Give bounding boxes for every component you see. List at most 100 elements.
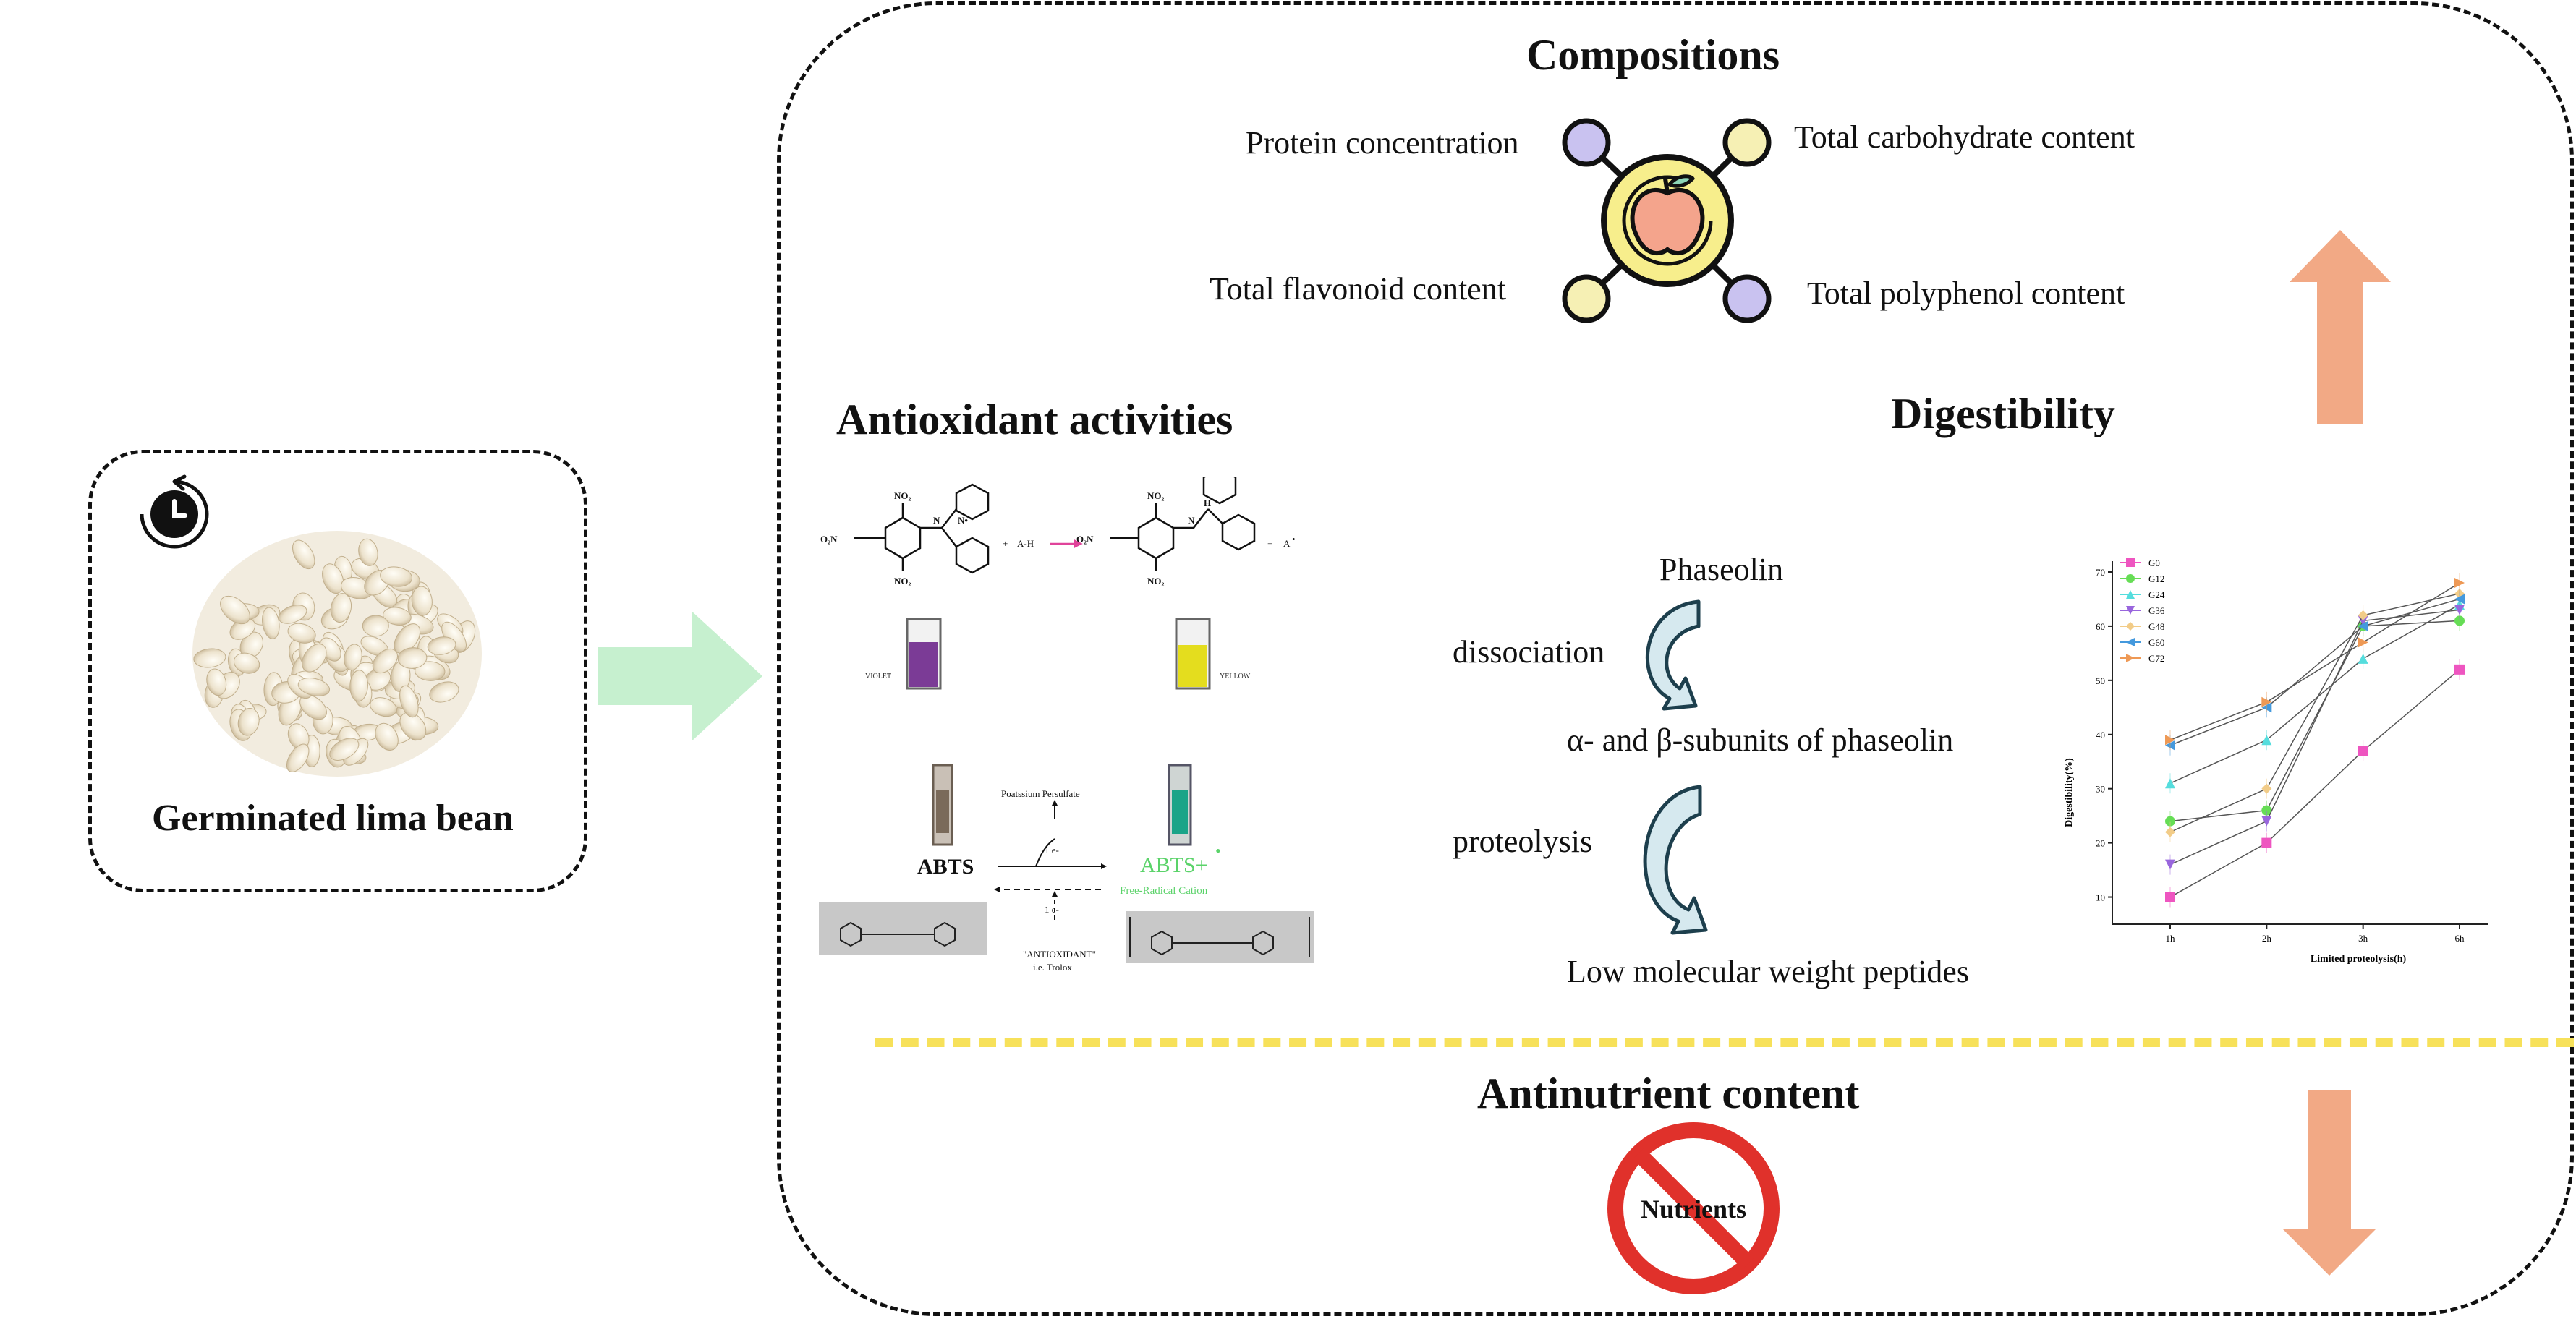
node-purple-top-left xyxy=(1562,118,1611,167)
svg-text:Nutrients: Nutrients xyxy=(1641,1195,1746,1224)
lima-bean xyxy=(344,644,362,671)
lima-bean xyxy=(375,722,399,751)
peptides-label: Low molecular weight peptides xyxy=(1567,954,1969,989)
lima-bean xyxy=(394,623,421,654)
chart-point xyxy=(2165,735,2175,746)
svg-text:O₂N: O₂N xyxy=(1076,534,1094,545)
lima-bean xyxy=(415,661,446,681)
yellow-cuvette: YELLOW xyxy=(1175,618,1251,690)
chart-legend-label: G36 xyxy=(2148,605,2165,616)
chart-point xyxy=(2126,590,2135,599)
lima-bean xyxy=(233,652,260,674)
chart-point xyxy=(2165,816,2175,827)
svg-text:H: H xyxy=(1204,498,1211,508)
svg-text:+: + xyxy=(1003,538,1008,549)
chart-point xyxy=(2126,574,2135,583)
svg-text:Free-Radical Cation: Free-Radical Cation xyxy=(1120,885,1208,897)
lima-bean xyxy=(372,648,399,674)
chart-point xyxy=(2358,610,2368,620)
svg-text:1 e-: 1 e- xyxy=(1045,904,1059,915)
svg-text:NO₂: NO₂ xyxy=(1147,576,1165,586)
chart-point xyxy=(2358,637,2368,648)
dissociation-label: dissociation xyxy=(1453,634,1605,670)
svg-text:N•: N• xyxy=(958,515,968,526)
lima-bean xyxy=(349,670,368,702)
lima-bean xyxy=(383,607,412,626)
chart-y-tick-label: 50 xyxy=(2096,675,2105,686)
chart-point xyxy=(2358,620,2368,631)
chart-legend-label: G48 xyxy=(2148,621,2164,632)
chart-point xyxy=(2261,837,2272,848)
dissociation-curved-arrow xyxy=(1646,599,1701,711)
lima-bean xyxy=(302,644,327,673)
lima-bean xyxy=(206,668,227,696)
chart-x-tick-label: 1h xyxy=(2166,933,2176,944)
chart-y-tick-label: 20 xyxy=(2096,838,2105,849)
chart-point xyxy=(2165,859,2175,870)
germinated-lima-bean-caption: Germinated lima bean xyxy=(152,798,514,839)
chart-point xyxy=(2126,622,2135,631)
chart-point xyxy=(2165,827,2175,837)
lima-bean xyxy=(427,636,456,655)
svg-text:i.e. Trolox: i.e. Trolox xyxy=(1033,962,1072,973)
increase-arrow xyxy=(2290,230,2391,424)
violet-cuvette: VIOLET xyxy=(865,618,942,690)
chart-point xyxy=(2261,783,2272,794)
lima-bean xyxy=(220,595,250,625)
total-carbohydrate-label: Total carbohydrate content xyxy=(1794,119,2135,155)
chart-point xyxy=(2454,577,2465,588)
svg-text:ABTS: ABTS xyxy=(917,855,974,879)
chart-x-tick-label: 6h xyxy=(2455,933,2465,944)
green-right-arrow xyxy=(598,611,762,741)
chart-x-tick-label: 3h xyxy=(2358,933,2368,944)
svg-text:NO₂: NO₂ xyxy=(1147,490,1165,501)
chart-series-line xyxy=(2169,609,2460,866)
lima-bean xyxy=(397,647,428,669)
node-yellow-top-right xyxy=(1722,118,1772,167)
chart-x-axis-label: Limited proteolysis(h) xyxy=(2311,954,2407,965)
germinated-bean-panel xyxy=(88,450,587,892)
lima-beans-pile-image xyxy=(192,531,482,777)
no-nutrients-icon: Nutrients xyxy=(1607,1122,1780,1294)
svg-text:ABTS+: ABTS+ xyxy=(1140,853,1208,877)
chart-legend-label: G24 xyxy=(2148,589,2165,600)
chart-legend-label: G0 xyxy=(2148,558,2160,568)
chart-point xyxy=(2165,778,2175,789)
svg-text:A-H: A-H xyxy=(1017,538,1034,549)
chart-series-line xyxy=(2169,582,2460,740)
abts-reaction-scheme: Poatssium Persulfate 1 e- ABTS ABTS+ • F… xyxy=(819,764,1314,973)
lima-bean xyxy=(330,593,352,623)
protein-concentration-label: Protein concentration xyxy=(1246,125,1519,161)
chart-point xyxy=(2261,735,2272,746)
svg-text:NO₂: NO₂ xyxy=(894,490,911,501)
chart-y-tick-label: 70 xyxy=(2096,567,2105,578)
svg-text:1 e-: 1 e- xyxy=(1045,845,1059,855)
main-results-panel xyxy=(777,1,2574,1316)
germination-timer-icon xyxy=(140,474,209,549)
chart-y-tick-label: 10 xyxy=(2096,892,2105,903)
lima-bean xyxy=(297,678,331,696)
chart-series-line xyxy=(2169,593,2460,833)
decrease-arrow xyxy=(2283,1090,2376,1276)
proteolysis-label: proteolysis xyxy=(1453,824,1593,859)
lima-bean xyxy=(286,743,310,772)
lima-bean xyxy=(262,607,280,639)
composition-hub-icon xyxy=(1562,118,1772,323)
svg-text:+: + xyxy=(1267,538,1272,549)
lima-bean xyxy=(292,539,315,570)
lima-bean xyxy=(380,566,413,587)
chart-point xyxy=(2454,664,2465,675)
chart-series-line xyxy=(2169,620,2460,822)
chart-point xyxy=(2126,606,2135,615)
lima-bean xyxy=(358,538,378,566)
chart-point xyxy=(2261,816,2272,827)
digestibility-title: Digestibility xyxy=(1891,390,2115,437)
chart-x-tick-label: 2h xyxy=(2262,933,2272,944)
lima-bean xyxy=(429,681,459,703)
subunits-label: α- and β-subunits of phaseolin xyxy=(1567,722,1954,758)
chart-point xyxy=(2358,746,2368,756)
svg-text:VIOLET: VIOLET xyxy=(865,673,891,680)
node-yellow-bottom-left xyxy=(1562,274,1611,323)
svg-text:•: • xyxy=(1292,534,1296,545)
